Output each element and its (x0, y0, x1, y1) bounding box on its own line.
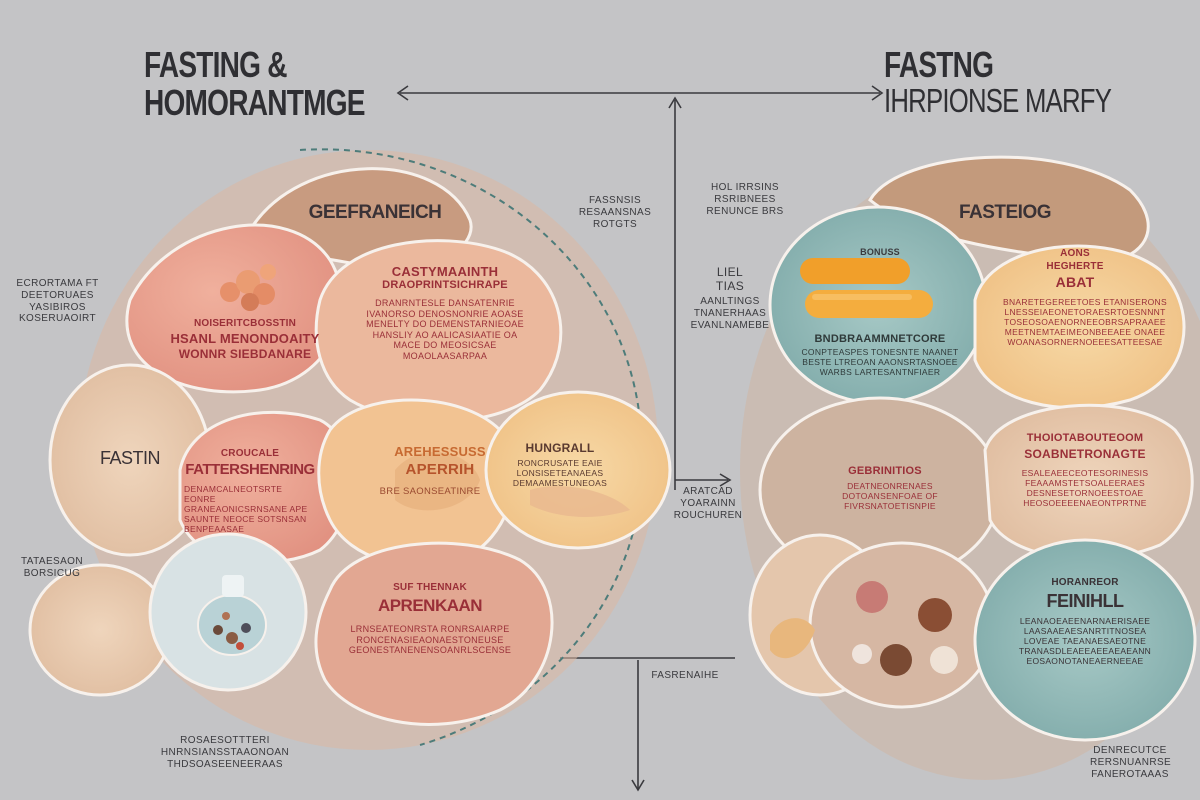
right-bottom-teal-circle (973, 538, 1197, 742)
left-cluster (28, 148, 672, 750)
left-title-line-1: FASTING & (144, 44, 288, 85)
left-hungall-circle (484, 390, 672, 550)
right-beige-blob (983, 403, 1194, 561)
right-yellow-blob (973, 244, 1186, 410)
left-apren-blob (314, 541, 554, 726)
nuts-illustration (770, 581, 958, 676)
right-food-circle (808, 541, 996, 709)
left-top-right-blob (314, 239, 563, 423)
jar-illustration (197, 575, 267, 656)
bread-illustration (800, 258, 933, 318)
flower-illustration (220, 264, 276, 311)
left-bottom-small-circle (28, 563, 172, 697)
connector-lines (396, 85, 884, 792)
left-title-line-2: HOMORANTMGE (144, 82, 366, 123)
left-dashed-outline (299, 148, 644, 746)
meat-illustration (395, 451, 630, 517)
right-title-line-1: FASTNG (884, 44, 994, 85)
right-title-line-2: IHRPIONSE MARFY (884, 82, 1112, 119)
right-cluster (740, 155, 1200, 780)
